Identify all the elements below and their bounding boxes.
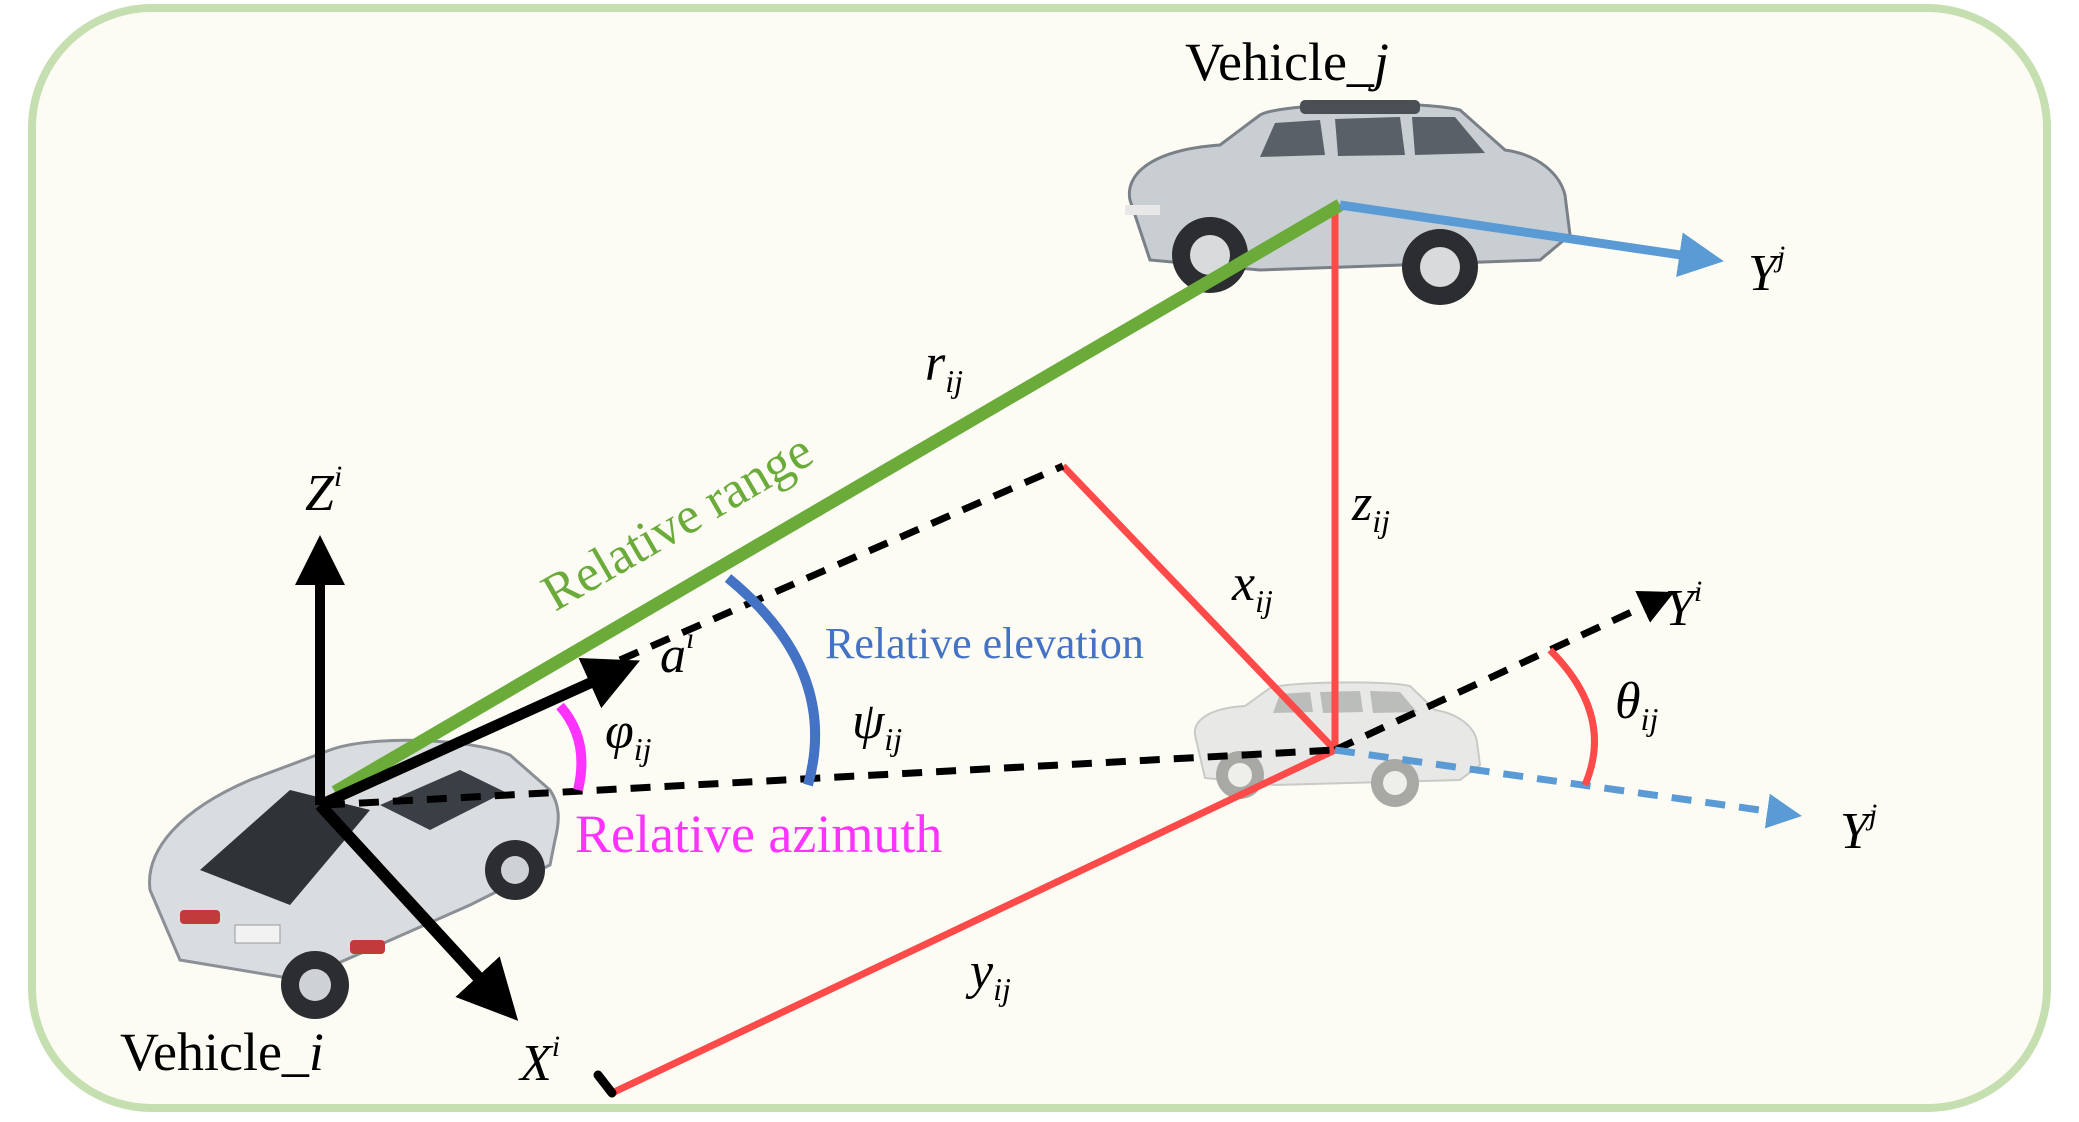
- relative-azimuth-label: Relative azimuth: [575, 804, 942, 864]
- phi-ij-label: φij: [605, 703, 652, 767]
- y-axis-j-top-label: Yj: [1748, 240, 1785, 302]
- elevation-arc: [724, 574, 820, 787]
- z-axis-i-label: Zi: [305, 460, 342, 522]
- r-ij-label: rij: [925, 335, 963, 399]
- psi-ij-label: ψij: [852, 693, 902, 757]
- a-i-label: ai: [660, 622, 694, 684]
- theta-arc: [1547, 647, 1598, 787]
- relative-range-line: [331, 199, 1344, 798]
- y-component-line: [610, 746, 1337, 1097]
- vehicle-i-label: Vehicle_i: [120, 1022, 324, 1082]
- y-axis-j-dashed: [1334, 746, 1802, 829]
- y-axis-j-top: [1339, 200, 1724, 278]
- a-i-vector: [317, 658, 641, 811]
- relative-elevation-label: Relative elevation: [825, 619, 1144, 668]
- elevation-projection-line: [618, 462, 1065, 664]
- x-ij-label: xij: [1231, 555, 1273, 619]
- theta-ij-label: θij: [1615, 673, 1658, 737]
- y-axis-i-label: Yi: [1665, 575, 1702, 637]
- x-axis-i-label: Xi: [518, 1030, 560, 1092]
- azimuth-arc: [556, 702, 587, 792]
- y-axis-j-dashed-label: Yj: [1840, 798, 1877, 860]
- y-ij-label: yij: [965, 943, 1011, 1007]
- y-axis-i-dashed: [1333, 590, 1675, 754]
- x-axis-i: [315, 800, 519, 1021]
- x-component-line: [1060, 463, 1338, 753]
- z-ij-label: zij: [1351, 475, 1390, 539]
- vehicle-j-label: Vehicle_j: [1185, 32, 1389, 92]
- y-component-tick: [593, 1070, 617, 1098]
